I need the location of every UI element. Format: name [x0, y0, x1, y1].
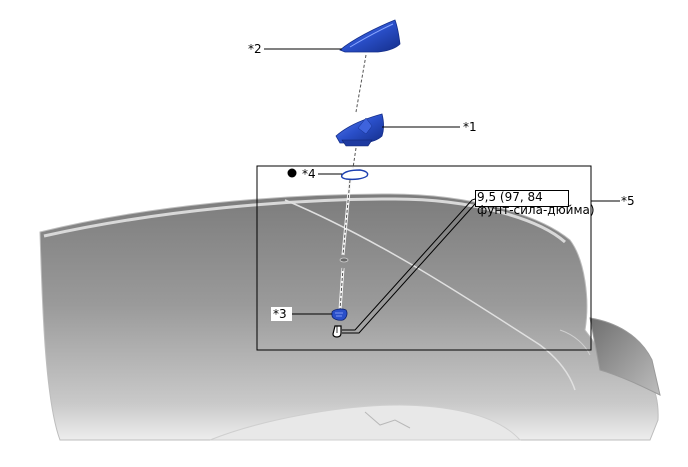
mount-pad-detail	[335, 312, 343, 317]
torque-spec-line2: фунт-сила-дюйма)	[477, 203, 595, 217]
roof-character-line	[284, 199, 576, 391]
detail-frame	[256, 165, 592, 351]
antenna-assembly-fin	[357, 117, 373, 135]
mount-pad	[331, 308, 348, 321]
assembly-axis-lower-dash	[342, 179, 351, 256]
rear-window	[209, 404, 522, 441]
roof-edge-highlight	[43, 197, 566, 244]
torque-spec-line1: 9,5 (97, 84	[477, 190, 543, 204]
filled-dot-icon	[287, 168, 297, 178]
callout-label-3: *3	[273, 307, 287, 321]
label-3-bg	[271, 307, 292, 321]
callout-label-4: *4	[302, 167, 316, 181]
gasket	[340, 169, 369, 181]
torque-spec: 9,5 (97, 84 фунт-сила-дюйма)	[477, 191, 595, 217]
assembly-axis-bottom-dash	[339, 267, 344, 311]
callout-label-1: *1	[463, 120, 477, 134]
assembly-axis-upper	[355, 54, 367, 113]
torque-spec-box	[475, 190, 569, 207]
antenna-assembly-base	[341, 139, 373, 147]
car-roof	[39, 193, 659, 441]
antenna-cover-highlight	[349, 23, 394, 48]
assembly-axis-middle	[352, 147, 357, 169]
callout-label-2: *2	[248, 42, 262, 56]
callout-label-5: *5	[621, 194, 635, 208]
rear-window-inner	[364, 411, 411, 429]
roof-rear-line	[559, 329, 591, 356]
rear-spoiler	[589, 317, 661, 396]
roof-mount-hole	[339, 257, 349, 263]
